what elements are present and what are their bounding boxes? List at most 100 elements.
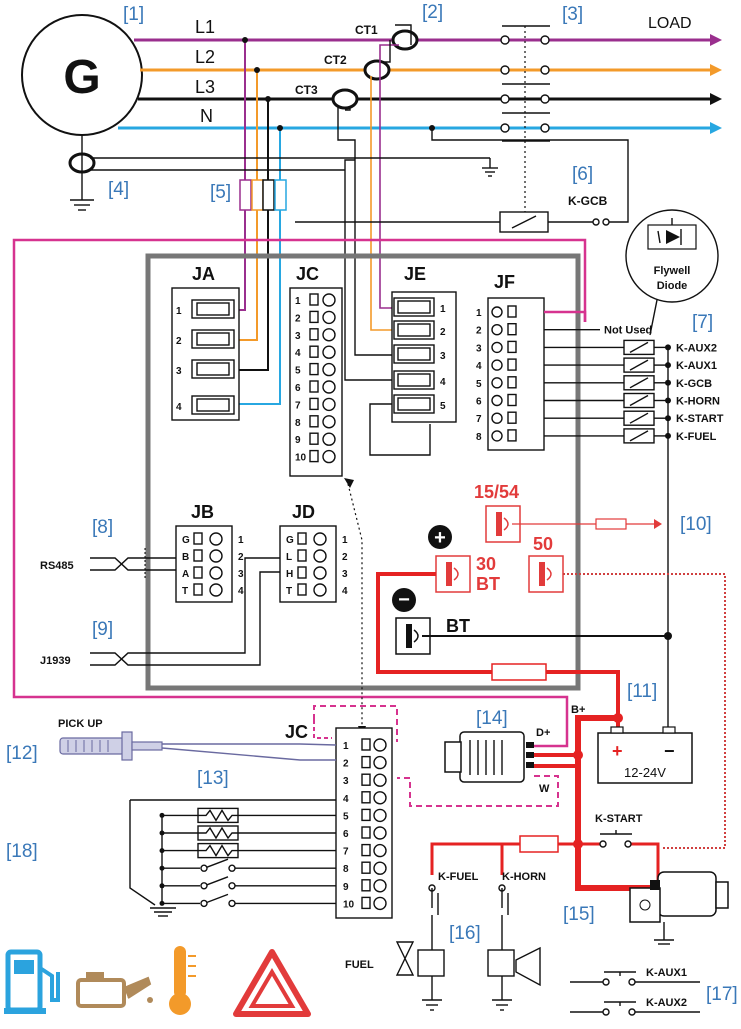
ref-6: [6] [572,164,593,185]
jf-slot [507,393,517,407]
start-signal-wire [563,573,726,849]
label-load: LOAD [648,15,692,32]
jc-ext-pin-7: 7 [343,847,349,858]
jd-pin-1: 1 [342,535,348,546]
jf-slot [507,323,517,336]
label-fuel: FUEL [345,959,374,971]
alternator [444,731,534,783]
aux-contacts [570,971,700,1016]
je-pin-3: 3 [440,351,446,362]
jc-screw [322,380,336,394]
jb-screw [209,583,223,597]
label-l3: L3 [195,77,215,97]
minus-icon [392,588,416,612]
jc-ext-screw [373,791,387,805]
jb-pin-3: 3 [238,569,244,580]
jb-title: JB [191,502,214,522]
jc-ext-screw [373,808,387,823]
jf-slot [507,429,517,442]
jc-screw [322,415,336,429]
jf-pin-7: 7 [476,414,482,425]
battery-plus: + [612,741,623,761]
label-kstart: K-START [595,813,643,825]
jb-letter-b: B [182,552,189,563]
connector-jf [487,297,545,451]
arrow-l2-icon [710,64,722,76]
ref-5: [5] [210,182,231,203]
jb-slot [193,583,203,596]
label-rs485: RS485 [40,560,74,572]
ct3-icon [331,88,359,110]
jf-pin-8: 8 [476,432,482,443]
arrow-l3-icon [710,93,722,105]
jd-pin-3: 3 [342,569,348,580]
jd-slot [297,532,307,545]
oil-can-icon [76,972,153,1008]
battery-minus: − [664,741,675,761]
label-k-horn: K-HORN [676,396,720,408]
jc-ext-title: JC [285,722,308,742]
ref-13: [13] [197,768,229,789]
label-kgcb-top: K-GCB [568,194,608,208]
ct1-icon [391,29,419,51]
ja-pin-2: 2 [176,336,182,347]
jc-slot [309,328,319,341]
jb-slot [193,549,203,562]
diode-label-2: Diode [657,280,688,292]
jc-ext-slot [361,773,371,786]
jc-ext-screw [373,826,387,840]
ref-7: [7] [692,312,713,333]
ja-title: JA [192,264,215,284]
jb-screw [209,532,223,546]
plus-icon [428,525,452,549]
jc-slot [309,380,319,393]
label-30-bt: BT [476,574,500,594]
diode-label-1: Flywell [654,265,691,277]
jd-screw [313,566,327,580]
jb-letter-g: G [182,535,190,546]
jc-ext-slot [361,738,371,751]
jc-ext-pin-5: 5 [343,811,349,822]
jd-screw [313,532,327,546]
jb-pin-2: 2 [238,552,244,563]
label-kaux1: K-AUX1 [646,967,687,979]
jc-screw [322,362,336,377]
jb-slot [193,566,203,579]
jb-pin-4: 4 [238,586,244,597]
jc-ext-screw [373,879,387,893]
jc-ext-slot [361,843,371,857]
jc-ext-pin-2: 2 [343,759,349,770]
je-title: JE [404,264,426,284]
ja-terminals [191,299,235,415]
jb-slot [193,532,203,545]
arrow-l1-icon [710,34,722,46]
ref-3: [3] [562,4,583,25]
label-l1: L1 [195,17,215,37]
label-dplus: D+ [536,727,550,739]
jc-screw [322,293,336,307]
jf-pin-1: 1 [476,308,482,319]
jd-title: JD [292,502,315,522]
jf-pin-2: 2 [476,326,482,337]
label-khorn: K-HORN [502,871,546,883]
fuel-horn-circuit [395,884,541,1011]
jc-screw [322,310,336,325]
jc-slot [309,449,319,463]
jc-pin-9: 9 [295,435,301,446]
label-pickup: PICK UP [58,718,103,730]
label-l2: L2 [195,47,215,67]
jd-slot [297,583,307,596]
jc-ext-pin-6: 6 [343,829,349,840]
jf-pin-6: 6 [476,397,482,408]
label-ct1: CT1 [355,23,378,37]
jb-letter-t: T [182,586,188,597]
label-50: 50 [533,534,553,554]
jf-screw [491,412,503,424]
jf-screw [491,394,503,407]
jc-ext-screw [373,896,387,911]
jf-screw [491,359,503,371]
jc-pin-7: 7 [295,400,301,411]
